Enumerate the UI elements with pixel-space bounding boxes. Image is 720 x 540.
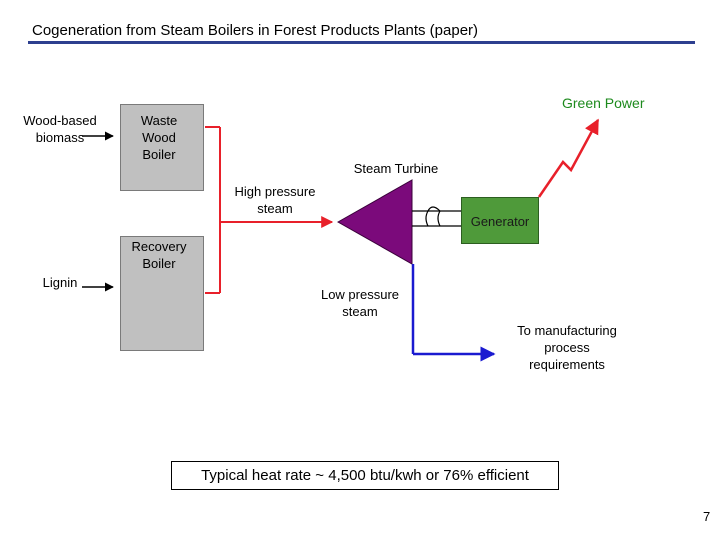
green-power-label: Green Power xyxy=(562,95,645,111)
page-number: 7 xyxy=(703,509,711,524)
waste-wood-boiler xyxy=(120,104,204,191)
generator: Generator xyxy=(461,197,539,244)
steam-turbine xyxy=(336,179,413,265)
wood-biomass-label: Wood-based biomass xyxy=(23,113,97,145)
recovery-boiler xyxy=(120,236,204,351)
lignin-label: Lignin xyxy=(42,275,78,290)
heat-rate-note: Typical heat rate ~ 4,500 btu/kwh or 76%… xyxy=(171,461,559,490)
low-pressure-steam-line xyxy=(411,264,496,362)
high-pressure-steam-label: High pressure steam xyxy=(234,184,316,216)
process-requirements-label: To manufacturing process requirements xyxy=(517,323,617,372)
page-title: Cogeneration from Steam Boilers in Fores… xyxy=(32,22,479,39)
high-pressure-steam-line xyxy=(205,126,334,294)
waste-wood-boiler-label: Waste Wood Boiler xyxy=(140,113,178,162)
low-pressure-steam-label: Low pressure steam xyxy=(320,287,400,319)
title-divider xyxy=(28,41,695,44)
shaft-coupling-icon xyxy=(425,206,441,227)
lightning-bolt-icon xyxy=(537,118,600,198)
recovery-boiler-label: Recovery Boiler xyxy=(131,239,187,271)
steam-turbine-label: Steam Turbine xyxy=(353,161,439,176)
